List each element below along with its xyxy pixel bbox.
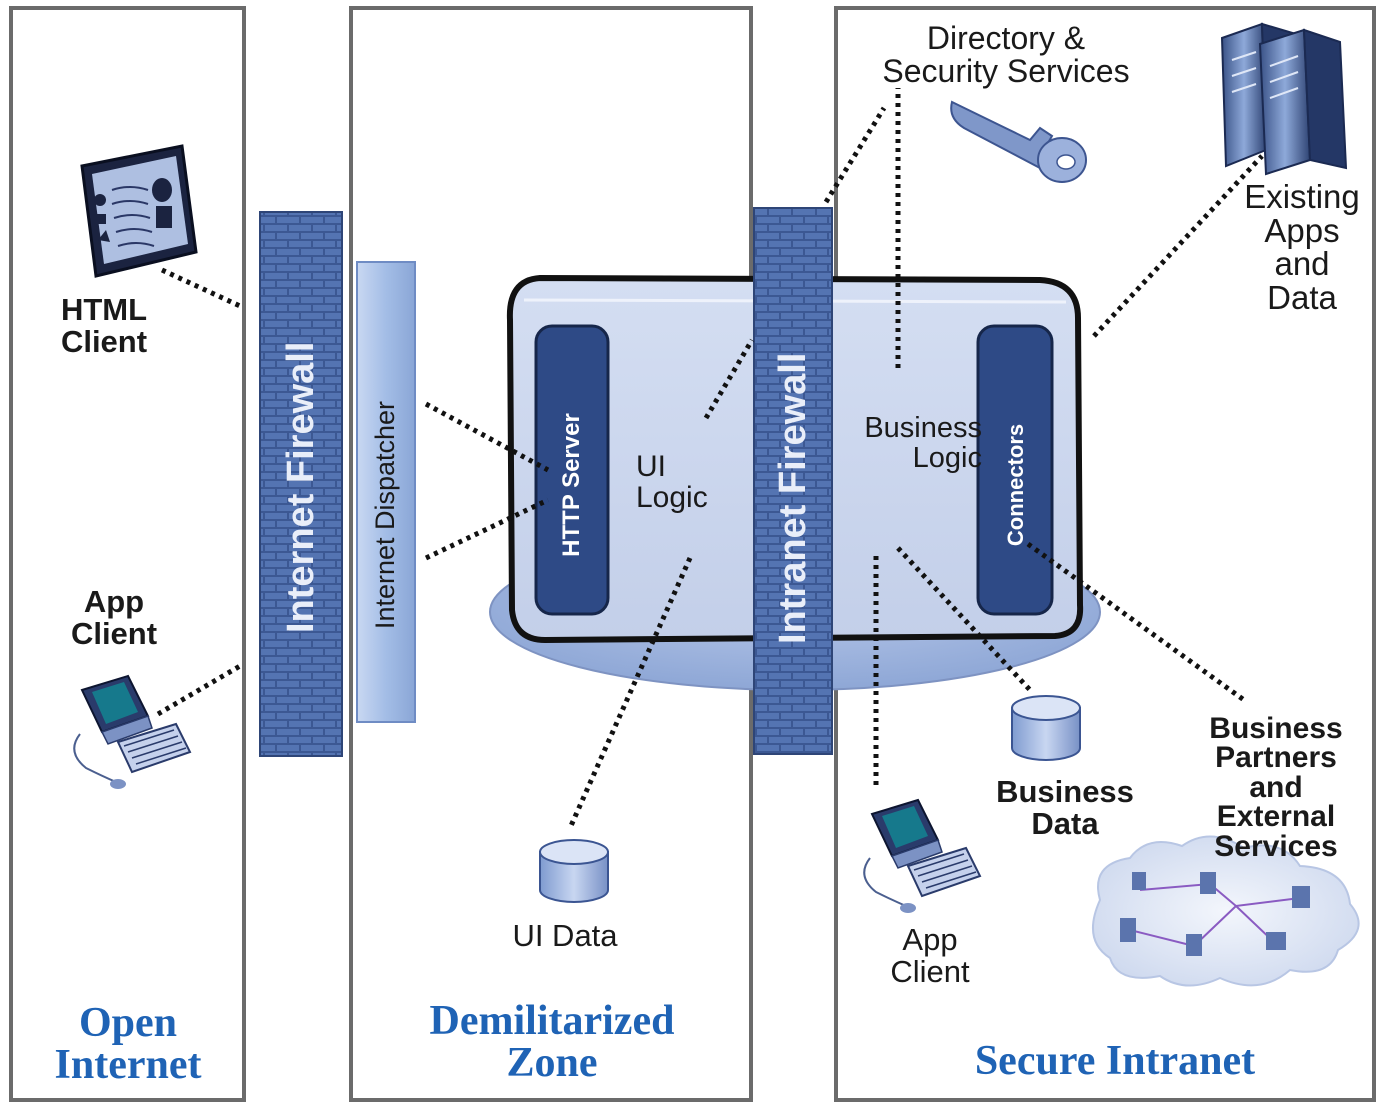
internet-firewall-label: Internet Firewall bbox=[280, 341, 322, 633]
line-app-client-firewall bbox=[156, 663, 242, 717]
intranet-firewall bbox=[753, 207, 833, 755]
existing-apps-label: Existing Apps and Data bbox=[1244, 178, 1360, 316]
ui-logic-label: UI Logic bbox=[636, 450, 708, 514]
line-intranet-directory bbox=[823, 106, 887, 204]
connectors-label: Connectors bbox=[1003, 423, 1028, 547]
ui-data-label: UI Data bbox=[512, 918, 618, 953]
zone-open-internet: Open Internet bbox=[54, 1000, 202, 1088]
line-html-client-firewall bbox=[160, 267, 242, 309]
app-client-left-label: App Client bbox=[70, 584, 158, 651]
connection-lines bbox=[156, 88, 1264, 830]
server-tower-icon bbox=[1220, 22, 1348, 176]
internet-dispatcher bbox=[356, 261, 416, 723]
internet-firewall bbox=[259, 211, 343, 757]
intranet-firewall-label: Intranet Firewall bbox=[772, 352, 814, 644]
open-internet-panel bbox=[9, 6, 246, 1102]
http-server-label: HTTP Server bbox=[558, 413, 585, 557]
business-logic-label: Business Logic bbox=[864, 412, 982, 474]
directory-security-label: Directory & Security Services bbox=[882, 20, 1130, 89]
line-ui-logic-ui-data bbox=[567, 556, 693, 830]
network-cloud-icon bbox=[1092, 835, 1360, 987]
internet-dispatcher-label: Internet Dispatcher bbox=[370, 400, 400, 630]
html-client-label: HTML Client bbox=[60, 292, 148, 359]
business-partners-label: Business Partners and External Services bbox=[1209, 712, 1343, 863]
ui-data-database-icon bbox=[539, 839, 609, 903]
desktop-computer-icon-right bbox=[863, 798, 982, 913]
http-server-column bbox=[534, 324, 610, 616]
business-data-database-icon bbox=[1011, 695, 1081, 761]
zone-dmz: Demilitarized Zone bbox=[429, 998, 675, 1086]
web-page-icon bbox=[80, 144, 198, 278]
connectors-column bbox=[976, 324, 1054, 616]
zone-secure-intranet: Secure Intranet bbox=[974, 1038, 1256, 1084]
line-ui-logic-directory bbox=[703, 338, 755, 420]
desktop-computer-icon bbox=[73, 674, 192, 789]
business-data-label: Business Data bbox=[996, 774, 1134, 841]
app-client-right-label: App Client bbox=[890, 922, 970, 989]
key-icon bbox=[950, 100, 1087, 183]
